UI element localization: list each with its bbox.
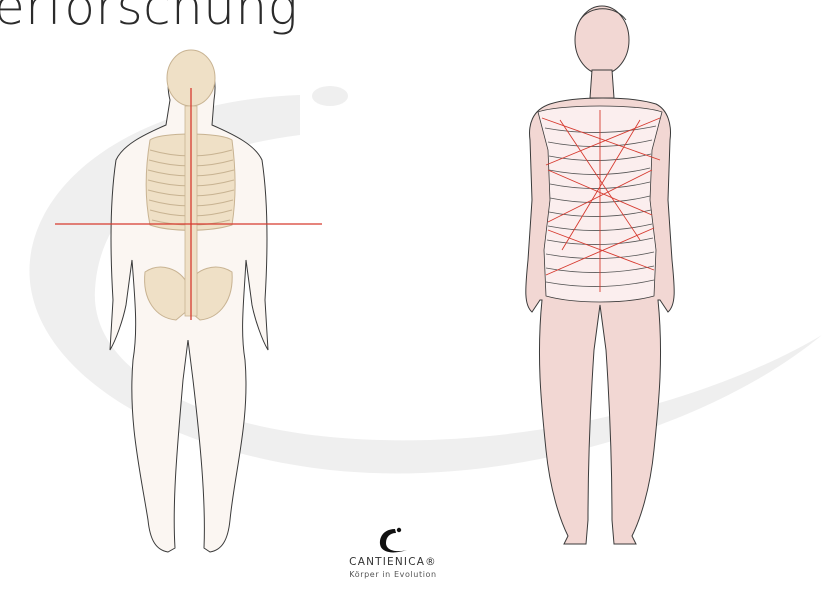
logo-tagline: Körper in Evolution: [328, 570, 458, 579]
c-swoosh-icon: [373, 526, 413, 556]
slide-title: erforschung: [0, 0, 298, 36]
cantienica-logo: CANTIENICA® Körper in Evolution: [328, 526, 458, 579]
logo-brand-name: CANTIENICA®: [328, 556, 458, 568]
front-view-figure: [526, 6, 674, 544]
